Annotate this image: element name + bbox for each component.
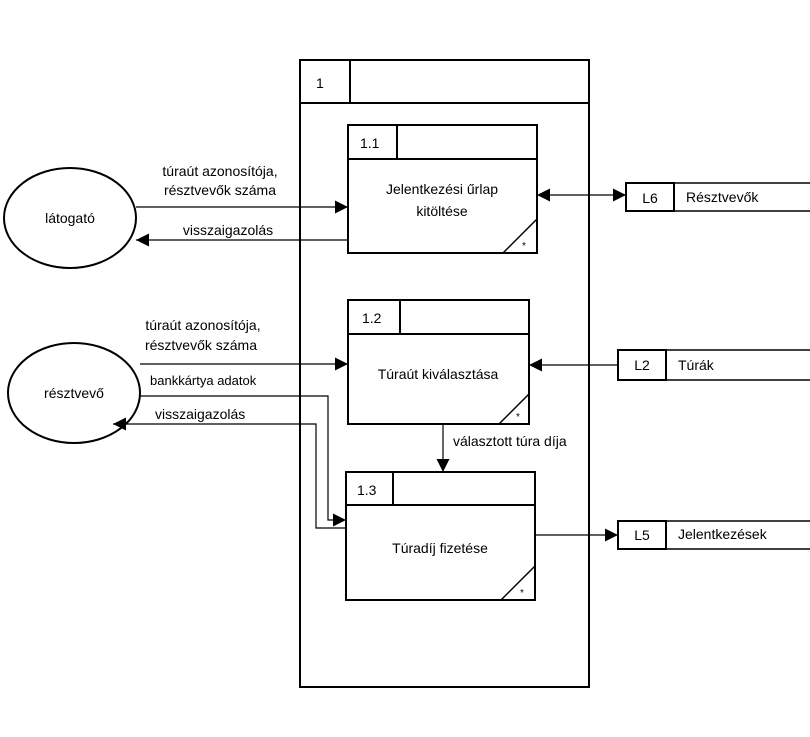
process-1-1-marker: * [522,241,526,252]
outer-process-number: 1 [316,75,324,91]
entity-visitor-shape [3,167,137,269]
store-l6-shape [625,182,810,212]
store-l5-name: Jelentkezések [678,526,768,542]
flow-card-data [140,395,346,527]
store-l2-name: Túrák [678,357,715,373]
process-1-3-marker: * [520,588,524,599]
process-1-3-title: Túradíj fizetése [392,540,488,556]
flow-label-participant-in-2: résztvevők száma [145,337,257,353]
flow-label-visitor-in-2: résztvevők száma [164,182,276,198]
process-1-1-title-line2: kitöltése [416,203,468,219]
flow-label-selected-fee: választott túra díja [453,433,567,449]
store-l2-shape [617,349,810,381]
entity-participant-label: résztvevő [44,385,104,401]
entity-participant-shape [7,342,141,444]
process-1-2-marker: * [516,412,520,423]
flow-p13-to-participant [113,417,346,529]
store-l5-shape [617,520,810,550]
store-l6-name: Résztvevők [686,189,759,205]
store-l6-id: L6 [642,190,658,206]
flow-label-card-data: bankkártya adatok [150,373,257,388]
process-1-2-number: 1.2 [362,310,382,326]
process-1-2-title: Túraút kiválasztása [378,366,499,382]
process-1-3-box [345,471,536,601]
flow-label-visitor-in-1: túraút azonosítója, [162,163,277,179]
process-1-1-title-line1: Jelentkezési űrlap [386,181,498,197]
process-1-1-number: 1.1 [360,135,380,151]
flow-label-participant-in-1: túraút azonosítója, [145,317,260,333]
store-l5-id: L5 [634,527,650,543]
outer-process-box [299,59,590,688]
store-l2-id: L2 [634,357,650,373]
flow-label-participant-out: visszaigazolás [155,406,245,422]
entity-visitor-label: látogató [45,210,95,226]
process-1-3-number: 1.3 [357,482,377,498]
flow-label-visitor-out: visszaigazolás [183,222,273,238]
